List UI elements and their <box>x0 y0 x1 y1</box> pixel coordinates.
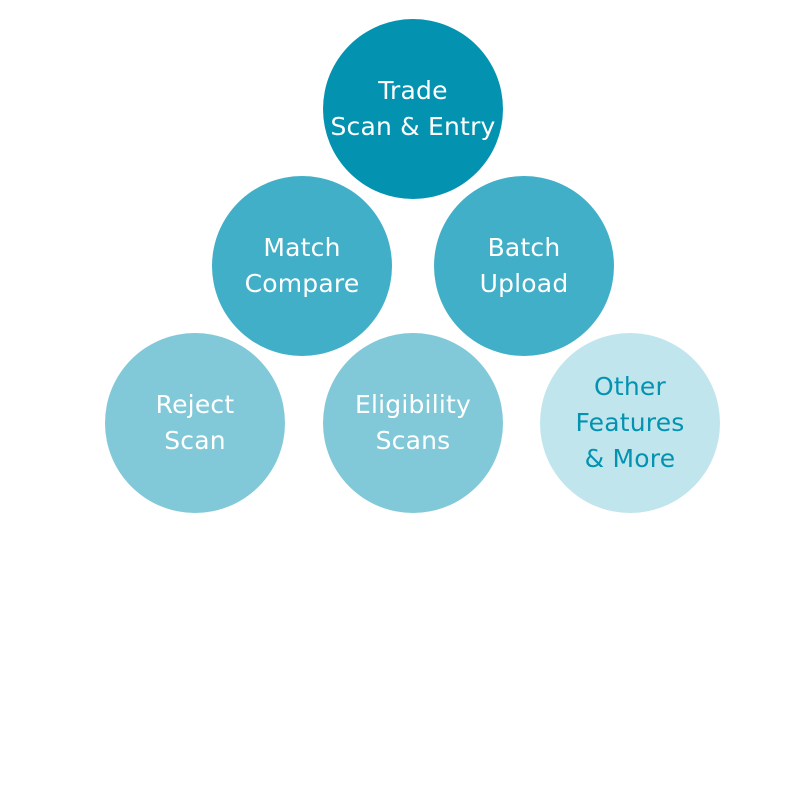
match-compare-circle[interactable]: Match Compare <box>212 176 392 356</box>
batch-upload-circle[interactable]: Batch Upload <box>434 176 614 356</box>
match-compare-label: Match Compare <box>244 233 360 298</box>
reject-scan-circle[interactable]: Reject Scan <box>105 333 285 513</box>
eligibility-scans-label: Eligibility Scans <box>354 390 471 455</box>
other-features-circle[interactable]: Other Features & More <box>540 333 720 513</box>
batch-upload-label: Batch Upload <box>479 233 569 298</box>
other-features-label: Other Features & More <box>575 372 685 473</box>
reject-scan-label: Reject Scan <box>155 390 235 455</box>
trade-scan-entry-circle[interactable]: Trade Scan & Entry <box>323 19 503 199</box>
trade-scan-entry-label: Trade Scan & Entry <box>330 76 496 141</box>
eligibility-scans-circle[interactable]: Eligibility Scans <box>323 333 503 513</box>
